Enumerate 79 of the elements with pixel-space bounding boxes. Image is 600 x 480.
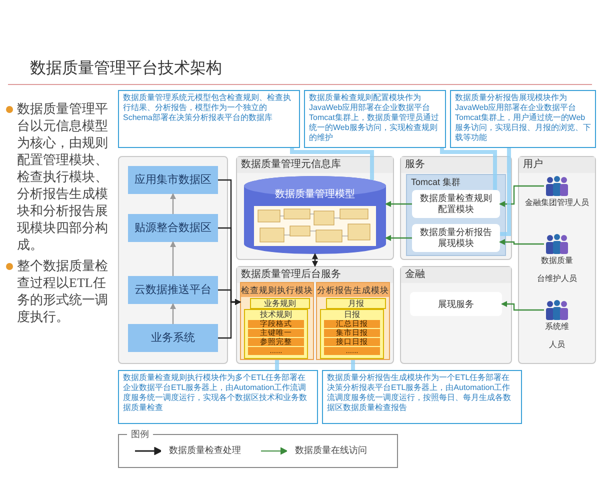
arrow	[170, 303, 176, 324]
user-label: 数据质量	[541, 256, 573, 266]
callout-box	[322, 370, 522, 424]
rule-item	[248, 347, 304, 355]
bullet-text: 整个数据质量检查过程以ETL任务的形式统一调度执行。	[17, 257, 109, 325]
section-panel	[518, 156, 596, 364]
arrow	[499, 185, 544, 207]
rule-card	[250, 298, 310, 309]
panel-title: 数据质量管理后台服务	[241, 270, 341, 280]
diagram-title: 数据质量管理平台技术架构	[30, 58, 222, 79]
callout-text: 数据质量管理系统元模型包含检查规则、检查执行结果、分析报告，模型作为一个独立的Schema部署在决策分析报表平台的数据库	[123, 93, 292, 123]
arrow	[499, 239, 544, 245]
module-box	[412, 190, 500, 218]
arrow	[385, 201, 412, 207]
zone-label: 业务系统	[151, 330, 195, 346]
module-box	[410, 292, 502, 316]
rule-item	[248, 338, 304, 346]
user-label: 人员	[549, 340, 565, 350]
module-panel	[240, 282, 314, 360]
arrow	[501, 301, 544, 311]
rule-item	[324, 329, 380, 337]
card-title: 技术规则	[260, 311, 292, 319]
rule-item	[324, 320, 380, 328]
user-label: 系统维	[545, 322, 569, 332]
callout-box	[304, 90, 446, 148]
section-panel	[236, 156, 394, 260]
cluster-panel	[406, 174, 506, 256]
callout-text: 数据质量分析报告生成模块作为一个ETL任务部署在决策分析报表平台ETL服务器上，由Automation工作流调度服务统一调度运行，按照每日、每月生成各数据区数据质量检查报告	[327, 373, 512, 413]
zone-label: 应用集市数据区	[134, 172, 212, 188]
bullet-text: 数据质量管理平台以元信息模型为核心，由规则配置管理模块、检查执行模块、分析报告生成模块和分析报告展现模块四部分构成。	[17, 100, 109, 253]
database-cylinder	[244, 176, 386, 254]
arrow	[218, 299, 241, 339]
module-title: 分析报告生成模块	[317, 286, 389, 294]
data-zone-box	[128, 276, 218, 304]
panel-title: 用户	[523, 160, 543, 170]
arrow	[170, 193, 176, 214]
module-title: 检查规则执行模块	[241, 286, 313, 294]
section-panel	[236, 266, 394, 364]
user-label: 金融集团管理人员	[525, 198, 589, 208]
rule-card	[244, 309, 308, 359]
rule-card	[320, 309, 384, 359]
data-zone-box	[128, 324, 218, 352]
callout-box	[118, 90, 300, 148]
legend-title: 图例	[127, 428, 153, 440]
rule-item	[324, 338, 380, 346]
database-label: 数据质量管理模型	[275, 188, 355, 202]
rule-item	[324, 347, 380, 355]
rule-item	[248, 320, 304, 328]
panel-title: 服务	[405, 160, 425, 170]
section-panel	[400, 266, 512, 364]
card-title: 业务规则	[264, 300, 296, 308]
module-label: 数据质量分析报告展现模块	[419, 227, 493, 249]
card-title: 月报	[348, 300, 364, 308]
module-label: 数据质量检查规则配置模块	[419, 193, 493, 215]
module-label: 展现服务	[438, 298, 474, 310]
section-panel	[400, 156, 512, 260]
data-zone-box	[128, 166, 218, 194]
legend-label: 数据质量在线访问	[295, 444, 367, 458]
module-panel	[316, 282, 390, 360]
rule-card	[326, 298, 386, 309]
callout-text: 数据质量检查规则配置模块作为JavaWeb应用部署在企业数据平台Tomcat集群上，数据质量管理员通过统一的Web服务访问，实现检查规则的维护	[309, 93, 440, 143]
cluster-label: Tomcat 集群	[411, 176, 461, 189]
arrow	[385, 235, 412, 241]
callout-text: 数据质量分析报告展现模块作为JavaWeb应用部署在企业数据平台Tomcat集群上，用户通过统一的Web服务访问，实现日报、月报的浏览、下载等功能	[455, 93, 591, 143]
panel-title: 金融	[405, 270, 425, 280]
card-title: 日报	[344, 311, 360, 319]
legend-label: 数据质量检查处理	[169, 444, 241, 458]
panel-title: 数据质量管理元信息库	[241, 160, 341, 170]
arrow	[312, 253, 318, 267]
callout-box	[118, 370, 318, 424]
zone-label: 云数据推送平台	[134, 282, 212, 298]
module-box	[412, 224, 500, 252]
rule-item	[248, 329, 304, 337]
data-zone-box	[128, 214, 218, 242]
section-panel	[118, 156, 228, 364]
callout-text: 数据质量检查规则执行模块作为多个ETL任务部署在企业数据平台ETL服务器上，由Automation工作流调度服务统一调度运行，实现各个数据区技术和业务数据质量检查	[123, 373, 308, 413]
arrow	[170, 241, 176, 276]
user-label: 台维护人员	[537, 274, 577, 284]
zone-label: 贴源整合数据区	[134, 220, 212, 236]
